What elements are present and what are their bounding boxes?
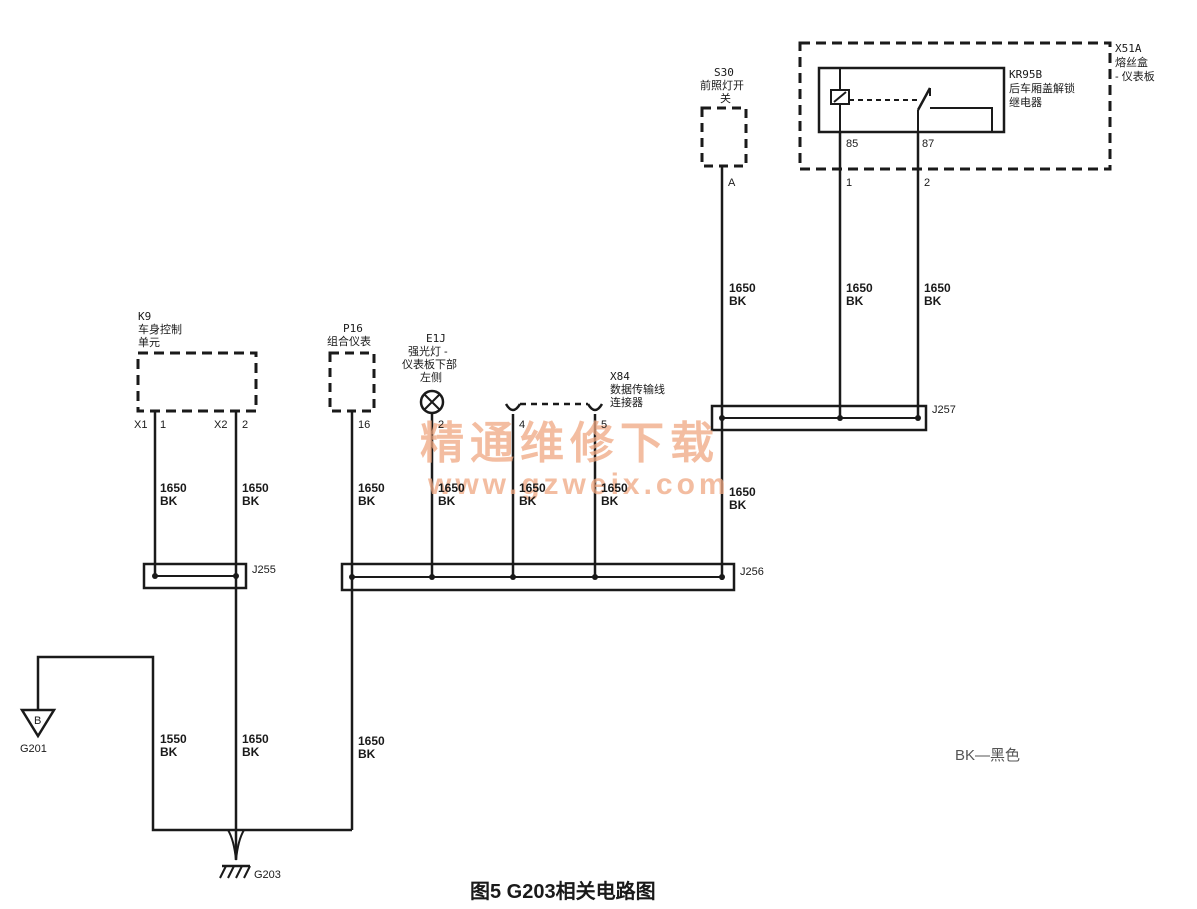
- kr95b-desc1: 后车厢盖解锁: [1009, 81, 1075, 95]
- kr95b-desc2: 继电器: [1009, 96, 1042, 109]
- e1j-desc3: 左侧: [420, 371, 442, 384]
- wire-e1j-color: BK: [438, 494, 456, 508]
- wire-j256-g203-size: 1650: [358, 734, 385, 748]
- j257-label: J257: [932, 404, 956, 416]
- x84-desc2: 连接器: [610, 396, 643, 409]
- k9-pin-1: 1: [160, 419, 166, 431]
- wire-x84p5-color: BK: [601, 494, 619, 508]
- wire-x84p4-size: 1650: [519, 481, 546, 495]
- x84-pin4: 4: [519, 419, 525, 431]
- g203-ground-symbol: [219, 864, 251, 879]
- e1j-desc1: 强光灯 -: [408, 344, 448, 358]
- wire-e1j-size: 1650: [438, 481, 465, 495]
- j255-splice: [142, 562, 248, 590]
- wire-85-color: BK: [846, 294, 864, 308]
- x51a-pin2: 2: [924, 177, 930, 189]
- wire-j255-g203-size: 1650: [242, 732, 269, 746]
- x84-pin5: 5: [601, 419, 607, 431]
- x51a-fuse-box: [798, 41, 1112, 171]
- j255-label: J255: [252, 564, 276, 576]
- color-legend: BK—黑色: [955, 747, 1020, 764]
- s30-desc2: 关: [720, 91, 731, 105]
- k9-module-box: [136, 351, 258, 413]
- wire-k9x2-size: 1650: [242, 481, 269, 495]
- wire-x84p4-color: BK: [519, 494, 537, 508]
- watermark-line1: 精通维修下载: [420, 418, 720, 469]
- k9-desc1: 车身控制: [138, 322, 182, 336]
- p16-pin: 16: [358, 419, 370, 431]
- x84-connector-pin5: [586, 403, 604, 412]
- s30-pin-a: A: [728, 177, 736, 189]
- figure-caption: 图5 G203相关电路图: [470, 879, 656, 903]
- x84-connector-pin4: [504, 403, 522, 412]
- p16-desc1: 组合仪表: [327, 334, 371, 348]
- j256-label: J256: [740, 566, 764, 578]
- k9-desc2: 单元: [138, 336, 160, 349]
- kr95b-pin87: 87: [922, 138, 934, 150]
- wire-j256-g203-color: BK: [358, 747, 376, 761]
- wire-x84p5-size: 1650: [601, 481, 628, 495]
- kr95b-pin85: 85: [846, 138, 858, 150]
- wire-g201-size: 1550: [160, 732, 187, 746]
- wire-p16-size: 1650: [358, 481, 385, 495]
- x84-desc1: 数据传输线: [610, 382, 665, 396]
- x51a-pin1: 1: [846, 177, 852, 189]
- wire-j255-g203-color: BK: [242, 745, 260, 759]
- wire-k9x2-color: BK: [242, 494, 260, 508]
- g201-ground-symbol: [19, 708, 57, 739]
- e1j-desc2: 仪表板下部: [402, 357, 457, 371]
- e1j-id: E1J: [426, 332, 446, 345]
- kr95b-id: KR95B: [1009, 68, 1042, 81]
- wire-j257-j256-size: 1650: [729, 485, 756, 499]
- k9-pin-x1: X1: [134, 419, 147, 431]
- s30-id: S30: [714, 66, 734, 79]
- x51a-desc2: - 仪表板: [1115, 69, 1155, 83]
- wire-87-size: 1650: [924, 281, 951, 295]
- wire-85-size: 1650: [846, 281, 873, 295]
- s30-switch-box: [700, 106, 748, 168]
- s30-desc1: 前照灯开: [700, 78, 744, 92]
- wire-k9x1-color: BK: [160, 494, 178, 508]
- wire-s30-size: 1650: [729, 281, 756, 295]
- wire-g201-color: BK: [160, 745, 178, 759]
- j257-splice: [710, 404, 928, 432]
- watermark-line2: www.gzweix.com: [427, 468, 730, 501]
- kr95b-relay-box: [817, 66, 1006, 134]
- x51a-id: X51A: [1115, 42, 1142, 55]
- j256-splice: [340, 562, 736, 592]
- k9-id: K9: [138, 310, 151, 323]
- p16-id: P16: [343, 322, 363, 335]
- k9-pin-2: 2: [242, 419, 248, 431]
- x51a-desc1: 熔丝盒: [1115, 55, 1148, 69]
- g201-tag: B: [34, 715, 41, 727]
- wire-s30-color: BK: [729, 294, 747, 308]
- wire-k9x1-size: 1650: [160, 481, 187, 495]
- relay-contact: [916, 87, 932, 111]
- x84-id: X84: [610, 370, 630, 383]
- wire-p16-color: BK: [358, 494, 376, 508]
- g203-label: G203: [254, 869, 281, 881]
- p16-cluster-box: [328, 351, 376, 413]
- wire-j257-j256-color: BK: [729, 498, 747, 512]
- g201-label: G201: [20, 743, 47, 755]
- wire-87-color: BK: [924, 294, 942, 308]
- k9-pin-x2: X2: [214, 419, 227, 431]
- e1j-pin: 2: [438, 419, 444, 431]
